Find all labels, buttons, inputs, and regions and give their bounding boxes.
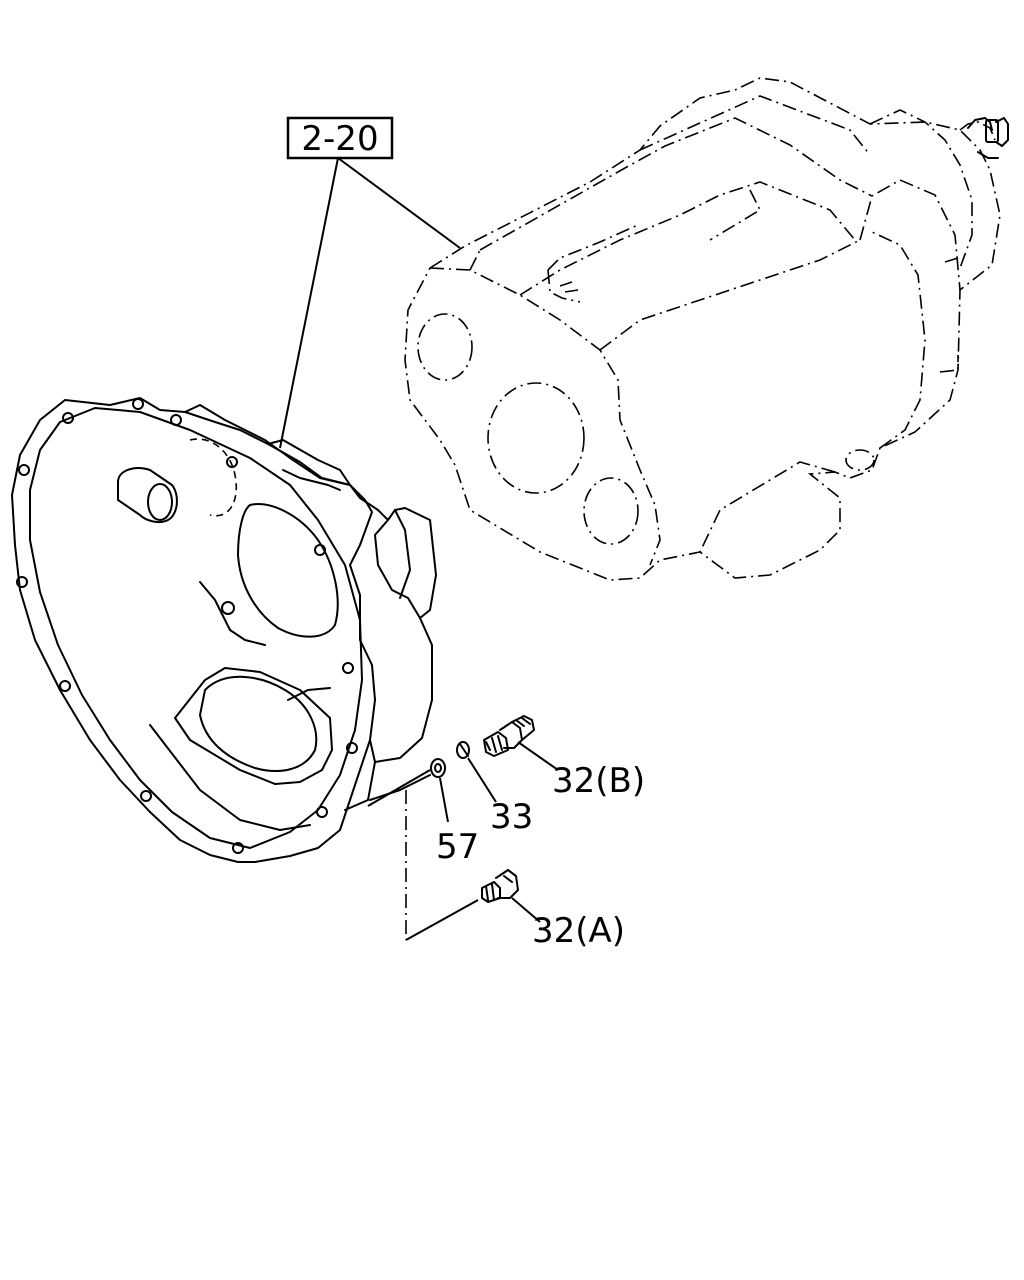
clutch-housing bbox=[11, 397, 437, 863]
label-33: 33 bbox=[490, 797, 533, 837]
lock-washer-33: 33 bbox=[456, 741, 533, 837]
label-57: 57 bbox=[436, 827, 479, 867]
output-shaft-nipple bbox=[967, 117, 1009, 159]
label-32b: 32(B) bbox=[552, 761, 645, 801]
ref-label-2-20: 2-20 bbox=[301, 119, 378, 159]
transmission-case-phantom bbox=[404, 77, 1001, 581]
location-bracket bbox=[367, 769, 479, 941]
callout-2-20: 2-20 bbox=[279, 116, 461, 449]
washer-57: 57 bbox=[430, 758, 479, 867]
bolt-32a: 32(A) bbox=[481, 869, 625, 951]
label-32a: 32(A) bbox=[532, 911, 625, 951]
stud-bolt-32b: 32(B) bbox=[483, 715, 645, 801]
